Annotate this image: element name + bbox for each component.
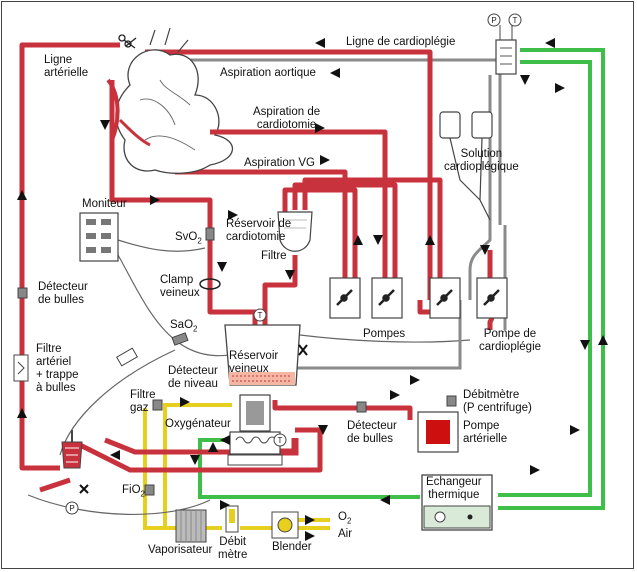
oxygenator-device [227, 394, 283, 466]
label-sao2: SaO2 [170, 319, 198, 334]
cardioplegia-exchanger [495, 25, 517, 75]
svg-text:T: T [513, 16, 518, 25]
cardioplegia-gray-line [135, 58, 507, 370]
svg-text:P: P [69, 504, 74, 513]
flow-arrows [17, 38, 608, 541]
gas-filter [152, 399, 163, 411]
label-air: Air [338, 528, 353, 540]
label-vaporisateur: Vaporisateur [148, 544, 213, 556]
label-oxygenateur: Oxygénateur [165, 418, 231, 430]
label-filtre: Filtre [261, 250, 287, 262]
label-blender: Blender [272, 541, 312, 553]
arterial-filter-indicator [13, 354, 29, 382]
venous-clamp [199, 278, 221, 290]
flowmeter-sensor [446, 395, 457, 407]
monitor-device [79, 212, 119, 262]
label-svo2: SvO2 [175, 231, 202, 246]
label-pompes: Pompes [363, 328, 406, 340]
scissors-icon [118, 34, 137, 49]
clamp-marks [79, 344, 308, 494]
label-aspiration-vg: Aspiration VG [244, 157, 315, 169]
vaporizer-device [175, 509, 207, 543]
heart [106, 27, 235, 174]
svo2-sensor [205, 227, 215, 241]
flowmeter-device [225, 505, 239, 533]
arterial-pump [417, 411, 459, 453]
fio2-sensor [144, 484, 155, 496]
svg-text:T: T [258, 311, 263, 320]
pressure-gauges [65, 13, 522, 515]
cardioplegia-bags [439, 111, 493, 221]
right-bubble-detector [356, 401, 367, 413]
in-line-detector [116, 347, 138, 367]
label-ligne-cardioplegie: Ligne de cardioplégie [346, 36, 456, 48]
arterial-filter [61, 430, 83, 469]
svg-text:P: P [491, 16, 496, 25]
blender-device [271, 511, 299, 539]
gauge-labels: P T T T P [69, 16, 517, 513]
svg-text:T: T [278, 436, 283, 445]
pump-rollers [336, 289, 500, 306]
label-aspiration-aortique: Aspiration aortique [220, 67, 316, 79]
heat-exchanger-device [421, 474, 493, 531]
cardiotomy-reservoir [277, 211, 313, 252]
venous-reservoir [224, 324, 301, 386]
label-debitmetre: Débitmètre(P centrifuge) [463, 389, 532, 414]
label-o2: O2 [338, 511, 352, 526]
label-moniteur: Moniteur [82, 198, 127, 210]
label-fio2: FiO2 [122, 484, 145, 499]
left-bubble-detector [17, 287, 28, 299]
sao2-sensor [171, 332, 189, 346]
